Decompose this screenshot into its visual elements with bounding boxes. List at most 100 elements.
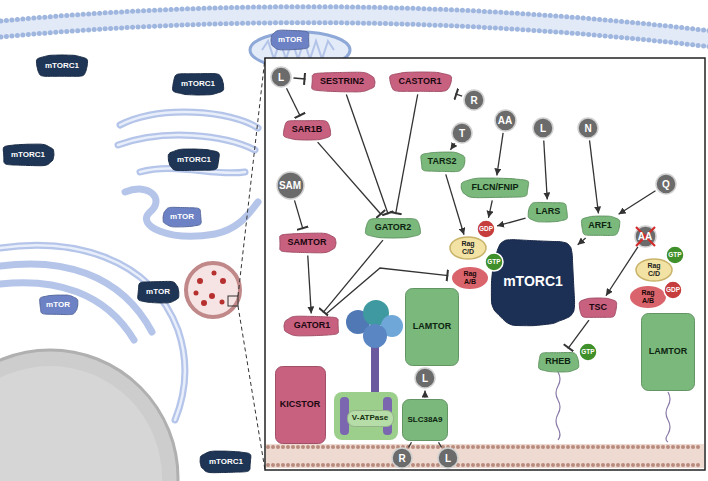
activation-connector: [497, 218, 525, 226]
metabolite-circle-fill: [578, 118, 598, 138]
node-label: L: [445, 453, 451, 464]
node-label: T: [459, 128, 465, 139]
endoplasmic-reticulum: [118, 112, 258, 236]
lysosomal-membrane-part: [266, 444, 704, 468]
zoom-lines-part: [238, 306, 265, 470]
node-label: KICSTOR: [280, 400, 320, 410]
activation-connector: [424, 391, 425, 398]
golgi-apparatus-part: [0, 283, 134, 340]
metabolite-circle: Q: [655, 173, 677, 195]
endoplasmic-reticulum-part: [120, 112, 258, 128]
inset-panel-part: [265, 58, 705, 470]
node-label: CASTOR1: [399, 77, 442, 87]
activator-complex: ARF1: [580, 215, 621, 237]
node-label: GTP: [487, 258, 500, 265]
zoom-lines: [228, 58, 265, 470]
v-atpase-illustration-part: [371, 345, 379, 395]
lysosome-part: [220, 278, 226, 284]
mtorc1-complex: mTOR: [136, 280, 180, 304]
node-label: V-ATPase: [352, 414, 388, 423]
node-label: Rag C/D: [457, 240, 479, 255]
node-label: Q: [662, 179, 670, 190]
inhibition-connector: [293, 77, 305, 79]
node-label: Rag A/B: [459, 270, 481, 285]
activator-complex-fill: [538, 353, 578, 372]
inset-panel: [265, 58, 705, 470]
inhibition-connector: [295, 200, 303, 229]
metabolite-circle-fill: [277, 172, 304, 199]
rag-gtpase: Rag A/B: [451, 266, 489, 290]
lysosomal-membrane-part: [268, 445, 703, 449]
mtor-protein-fill: [271, 30, 309, 50]
activation-connector: [450, 143, 454, 149]
endoplasmic-reticulum-part: [118, 135, 255, 150]
mtorc1-complex-fill: [491, 240, 574, 326]
node-label: AA: [638, 231, 652, 242]
activation-connector: [544, 140, 548, 199]
metabolite-circle-fill: [495, 110, 516, 131]
activation-connector: [578, 238, 586, 245]
node-label: mTOR: [146, 288, 170, 297]
lysosome-part: [194, 291, 199, 296]
metabolite-circle-fill: [271, 67, 291, 87]
zoom-lines-part: [238, 58, 265, 296]
mtorc1-complex-fill: [200, 451, 251, 473]
rag-gtpase: Rag C/D: [449, 236, 487, 260]
activation-connector: [619, 191, 656, 214]
absent-metabolite-circle: AA: [634, 225, 657, 248]
cell-membrane-part: [0, 23, 708, 48]
activator-complex-fill: [420, 152, 464, 172]
mtor-protein: mTOR: [38, 294, 79, 316]
gtp-badge: GTP: [578, 342, 598, 362]
node-label: Rag C/D: [643, 262, 665, 277]
rag-gtpase: Rag C/D: [635, 258, 673, 282]
metabolite-circle: L: [270, 66, 292, 88]
node-label: mTORC1: [177, 156, 211, 165]
gtp-badge: GTP: [665, 245, 685, 265]
lamtor-scaffold-fill: [642, 314, 695, 391]
lysosome-part: [186, 263, 240, 317]
absence-cross: [636, 227, 655, 246]
inhibition-connector: [287, 88, 301, 116]
metabolite-circle-fill: [392, 448, 412, 468]
lysosome-part: [212, 271, 217, 276]
endoplasmic-reticulum-part: [125, 189, 258, 236]
golgi-apparatus-part: [0, 245, 185, 420]
rag-gtpase-fill: [452, 267, 488, 289]
node-label: LAMTOR: [649, 347, 687, 357]
metabolite-circle: R: [463, 89, 485, 111]
node-label: GDP: [666, 286, 680, 293]
inhibition-connector: [346, 94, 388, 214]
gdp-badge: GDP: [476, 219, 496, 239]
golgi-apparatus: [0, 245, 185, 420]
activation-connector: [308, 255, 311, 313]
inhibitor-complex-fill: [283, 121, 330, 140]
metabolite-circle-fill: [533, 118, 553, 138]
node-label: Rag A/B: [637, 289, 659, 304]
node-label: mTOR: [170, 213, 194, 222]
zoom-lines-part: [228, 296, 238, 306]
node-label: GDP: [479, 225, 493, 232]
metabolite-circle: R: [391, 447, 413, 469]
lipid-anchors-part: [556, 372, 560, 440]
metabolite-circle-fill: [415, 368, 435, 388]
inhibition-connector: [455, 94, 462, 96]
activator-complex: GATOR2: [364, 217, 422, 239]
mtorc1-complex: mTORC1: [199, 450, 253, 474]
node-label: SLC38A9: [407, 416, 442, 425]
rag-gtpase-fill: [636, 259, 672, 281]
nucleus-part: [0, 350, 178, 481]
node-label: LAMTOR: [413, 322, 451, 332]
endoplasmic-reticulum-part: [120, 112, 258, 128]
nucleus: [0, 350, 178, 481]
activator-complex: FLCN/FNIP: [460, 177, 531, 199]
gdp-badge-fill: [477, 220, 495, 238]
activator-complex-fill: [581, 216, 619, 235]
node-label: mTORC1: [181, 80, 215, 89]
inhibitor-complex-fill: [284, 316, 338, 336]
node-label: LARS: [536, 207, 561, 217]
v-atpase-illustration-part: [334, 392, 398, 440]
v-atpase-label: V-ATPase: [347, 410, 394, 427]
node-label: SESTRIN2: [320, 77, 364, 87]
inhibitor-complex-fill: [389, 72, 451, 91]
